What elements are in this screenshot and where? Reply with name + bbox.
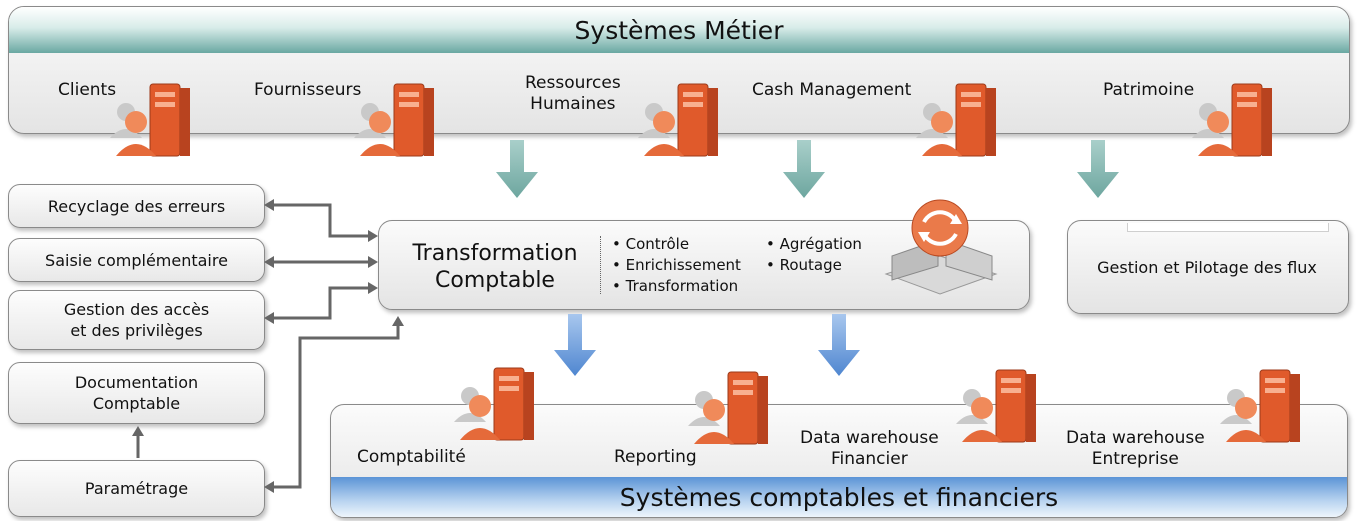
bullet-item: • Routage (766, 256, 842, 274)
flow-arrow-down (783, 140, 825, 198)
flow-arrow-down (496, 140, 538, 198)
connector-arrowheads (132, 199, 404, 493)
connector-lines (136, 203, 400, 489)
left-box-documentation: Documentation Comptable (8, 362, 265, 424)
center-bullets-col2: • Agrégation • Routage (766, 234, 862, 276)
flow-arrow-down (1077, 140, 1119, 198)
top-item-fournisseurs: Fournisseurs (254, 80, 362, 100)
bottom-item-dw-entreprise: Data warehouse Entreprise (1066, 428, 1205, 469)
flow-arrow-down (818, 314, 860, 376)
center-divider (600, 236, 601, 294)
server-user-icon (914, 82, 1006, 166)
bottom-panel-title: Systèmes comptables et financiers (619, 482, 1059, 512)
left-box-recyclage-label: Recyclage des erreurs (47, 196, 226, 216)
server-user-icon (1218, 368, 1310, 452)
left-box-saisie-label: Saisie complémentaire (45, 250, 228, 270)
server-user-icon (1190, 82, 1282, 166)
left-box-gestion-acces-label: Gestion des accès et des privilèges (63, 300, 210, 340)
transformation-gear-icon (880, 196, 1002, 302)
left-box-documentation-label: Documentation Comptable (74, 373, 199, 413)
right-box-inner-line (1127, 223, 1329, 232)
server-user-icon (108, 82, 200, 166)
server-user-icon (352, 82, 444, 166)
top-panel-title: Systèmes Métier (574, 15, 784, 45)
right-box-pilotage (1067, 220, 1349, 314)
bullet-item: • Contrôle (612, 235, 690, 253)
server-user-icon (636, 82, 728, 166)
bottom-item-dw-financier: Data warehouse Financier (800, 428, 939, 469)
left-box-parametrage: Paramétrage (8, 460, 265, 517)
bottom-item-comptabilite: Comptabilité (357, 447, 466, 467)
top-item-clients: Clients (58, 80, 117, 100)
center-title: Transformation Comptable (412, 241, 578, 293)
server-user-icon (686, 370, 778, 454)
server-user-icon (954, 368, 1046, 452)
left-box-gestion-acces: Gestion des accès et des privilèges (8, 290, 265, 350)
top-panel-title-band: Systèmes Métier (9, 7, 1349, 53)
top-item-patrimoine: Patrimoine (1103, 80, 1195, 100)
flow-arrow-down (554, 314, 596, 376)
center-bullets-col1: • Contrôle • Enrichissement • Transforma… (612, 234, 741, 297)
server-user-icon (452, 366, 544, 450)
bottom-item-reporting: Reporting (614, 447, 697, 467)
right-box-label: Gestion et Pilotage des flux (1097, 258, 1317, 277)
bullet-item: • Transformation (612, 277, 739, 295)
bottom-panel-title-band: Systèmes comptables et financiers (331, 477, 1347, 517)
left-box-parametrage-label: Paramétrage (84, 479, 189, 498)
bullet-item: • Enrichissement (612, 256, 741, 274)
top-item-rh: Ressources Humaines (525, 73, 621, 114)
left-box-saisie: Saisie complémentaire (8, 238, 265, 282)
bullet-item: • Agrégation (766, 235, 862, 253)
top-item-cash: Cash Management (752, 80, 912, 100)
left-box-recyclage: Recyclage des erreurs (8, 184, 265, 228)
